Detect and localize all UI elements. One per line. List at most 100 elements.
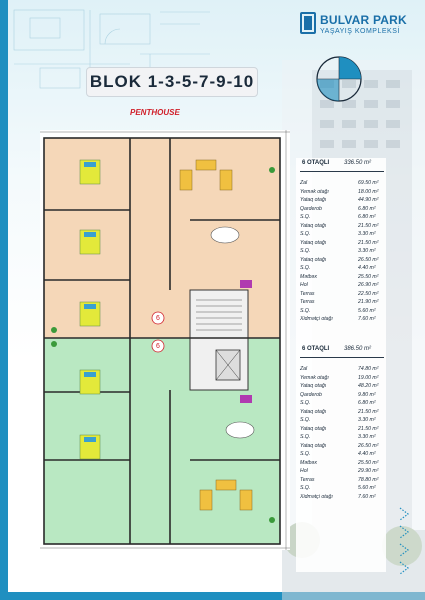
room-row: Terras 22.50 m²	[300, 291, 384, 299]
chevron-decor-icon	[399, 507, 409, 575]
decorative-circle-icon	[316, 56, 362, 102]
room-label: Yataq otağı	[300, 442, 327, 449]
room-label: S.Q.	[300, 485, 311, 491]
room-area: 18.00 m²	[358, 188, 379, 195]
room-label: S.Q.	[300, 434, 311, 440]
room-label: S.Q.	[300, 307, 311, 314]
room-area: 3.30 m²	[358, 417, 376, 423]
building-logo-icon	[300, 12, 316, 34]
room-row: S.Q. 3.30 m²	[300, 434, 384, 442]
room-area: 29.90 m²	[358, 468, 379, 474]
room-row: Terras 21.90 m²	[300, 299, 384, 307]
section-name: 6 OTAQLI	[302, 160, 330, 166]
room-row: S.Q.6.80 m²	[300, 214, 384, 222]
room-area: 21.50 m²	[358, 239, 379, 246]
section-divider	[300, 357, 384, 358]
room-label: Yataq otağı	[300, 383, 327, 389]
room-label: Yemək otağı	[300, 188, 329, 195]
room-row: Xidmətçi otağı 7.60 m²	[300, 316, 384, 324]
section-divider	[300, 171, 384, 172]
room-label: S.Q.	[300, 248, 311, 254]
room-area: 74.80 m²	[358, 366, 379, 372]
room-row: Terras 78.80 m²	[300, 477, 384, 485]
penthouse-label: PENTHOUSE	[130, 108, 180, 117]
room-row: S.Q. 3.30 m²	[300, 248, 384, 256]
page-title: BLOK 1-3-5-7-9-10	[89, 72, 255, 91]
stair-label-1: 6	[156, 315, 160, 322]
room-label: Xidmətçi otağı	[300, 316, 333, 322]
room-area: 78.80 m²	[358, 476, 379, 483]
room-area: 6.80 m²	[358, 214, 376, 220]
room-label: S.Q.	[300, 265, 311, 271]
room-area: 25.50 m²	[358, 273, 379, 280]
title-box: BLOK 1-3-5-7-9-10	[86, 67, 258, 97]
section-name: 6 OTAQLI	[302, 346, 330, 352]
room-label: Xidmətçi otağı	[300, 493, 333, 500]
room-area: 3.30 m²	[358, 434, 376, 440]
room-area: 69.50 m²	[358, 180, 379, 186]
room-area: 25.50 m²	[358, 459, 379, 466]
room-area: 26.50 m²	[358, 442, 379, 449]
room-row: S.Q.6.80 m²	[300, 400, 384, 408]
room-label: S.Q.	[300, 400, 311, 406]
room-row: Yemək otağı 18.00 m²	[300, 189, 384, 197]
room-row: S.Q. 5.60 m²	[300, 308, 384, 316]
room-area: 5.60 m²	[358, 307, 376, 314]
room-area: 3.30 m²	[358, 231, 376, 237]
section-header: 6 OTAQLI 386.50 m²	[296, 344, 386, 356]
room-label: S.Q.	[300, 417, 311, 423]
stair-label-2: 6	[156, 343, 160, 350]
room-area: 21.50 m²	[358, 222, 379, 229]
room-area: 7.60 m²	[358, 316, 376, 322]
brand-name: BULVAR PARK	[320, 13, 407, 27]
room-area: 21.90 m²	[358, 299, 379, 305]
room-label: Terras	[300, 476, 315, 483]
room-row: Yataq otağı 26.50 m²	[300, 443, 384, 451]
room-area: 21.50 m²	[358, 425, 379, 432]
room-label: Yataq otağı	[300, 408, 327, 415]
room-area: 5.60 m²	[358, 485, 376, 491]
room-label: Yataq otağı	[300, 222, 327, 229]
floor-plan: 6 6	[40, 130, 290, 550]
room-row: Yataq otağı 21.50 m²	[300, 223, 384, 231]
room-label: S.Q.	[300, 451, 311, 457]
room-area: 3.30 m²	[358, 248, 376, 254]
room-row: Hol 29.90 m²	[300, 468, 384, 476]
room-label: Yemək otağı	[300, 374, 329, 381]
room-label: Terras	[300, 299, 315, 305]
room-label: Hol	[300, 282, 308, 288]
room-row: S.Q. 3.30 m²	[300, 417, 384, 425]
room-label: Mətbəx	[300, 459, 318, 466]
room-label: Qarderob	[300, 391, 322, 398]
room-area: 6.80 m²	[358, 205, 376, 212]
room-row: Mətbəx 25.50 m²	[300, 460, 384, 468]
room-area: 26.50 m²	[358, 256, 379, 263]
room-area: 22.50 m²	[358, 290, 379, 297]
section-area: 386.50 m²	[344, 346, 372, 352]
room-label: Zal	[300, 366, 308, 372]
room-label: Terras	[300, 290, 315, 297]
room-label: Hol	[300, 468, 308, 474]
brand-subtitle: YAŞAYIŞ KOMPLEKSİ	[320, 28, 400, 35]
room-label: Mətbəx	[300, 273, 318, 280]
room-area: 4.40 m²	[358, 265, 376, 271]
room-row: Zal 74.80 m²	[300, 366, 384, 374]
room-area: 4.40 m²	[358, 451, 376, 457]
room-row: Mətbəx 25.50 m²	[300, 274, 384, 282]
room-area: 44.90 m²	[358, 197, 379, 203]
bottom-accent-bar	[0, 592, 425, 600]
